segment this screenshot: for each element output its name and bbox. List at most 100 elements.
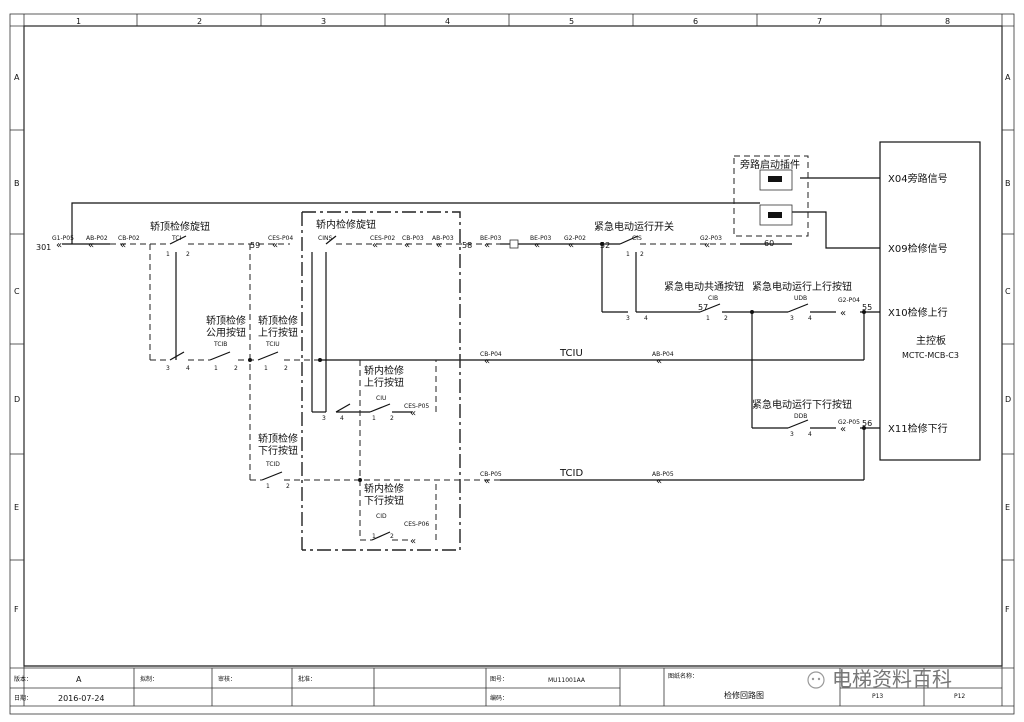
grid-col-6: 6 <box>693 17 698 26</box>
cid-title1: 轿内检修 <box>364 482 404 495</box>
grid-row-c: C <box>14 287 20 296</box>
drawing-name-label: 图纸名称： <box>668 672 698 680</box>
node-58: 58 <box>462 241 472 250</box>
grid-row-a: A <box>14 73 20 82</box>
grid-columns-top: 1 2 3 4 5 6 7 8 <box>76 14 950 26</box>
plug-symbol: « <box>410 408 416 419</box>
ddb-code: DDB <box>794 413 807 420</box>
node-numbers: 301 59 58 52 57 60 55 56 <box>36 239 872 428</box>
plug-symbol: « <box>120 240 126 251</box>
pin: 1 <box>706 315 710 322</box>
conn-abp02: AB-P02 <box>86 235 108 242</box>
wire-label-tciu: TCIU <box>559 348 583 359</box>
conn-g2p05: G2-P05 <box>838 419 860 426</box>
plug-symbol: « <box>656 356 662 367</box>
pin: 4 <box>808 431 812 438</box>
conn-abp04: AB-P04 <box>652 351 674 358</box>
plug-symbol: « <box>484 356 490 367</box>
plug-symbol: « <box>840 424 846 435</box>
grid-col-5: 5 <box>569 17 574 26</box>
draw-label: 拟制： <box>140 675 158 683</box>
udb-code: UDB <box>794 295 807 302</box>
wire-label-tcid: TCID <box>559 468 583 479</box>
plug-symbol: « <box>568 240 574 251</box>
conn-cesp05: CES-P05 <box>404 403 429 410</box>
plug-symbol: « <box>840 308 846 319</box>
drawing-frame <box>9 13 1015 715</box>
pin: 3 <box>626 315 630 322</box>
date-value: 2016-07-24 <box>58 694 105 703</box>
pin: 1 <box>372 533 376 540</box>
tcid-title2: 下行按钮 <box>258 444 298 457</box>
grid-row-f-right: F <box>1005 605 1010 614</box>
pin: 2 <box>724 315 728 322</box>
pin: 1 <box>626 251 630 258</box>
cins-title: 轿内检修旋钮 <box>316 218 376 231</box>
conn-bep03a: BE-P03 <box>480 235 502 242</box>
signal-x09: X09检修信号 <box>888 242 948 255</box>
cins-code: CINS <box>318 235 332 242</box>
pin: 3 <box>322 415 326 422</box>
conn-g2p03: G2-P03 <box>700 235 722 242</box>
plug-symbol: « <box>410 536 416 547</box>
pin: 2 <box>390 415 394 422</box>
conn-abp03: AB-P03 <box>432 235 454 242</box>
pin: 2 <box>286 483 290 490</box>
ciu-title1: 轿内检修 <box>364 364 404 377</box>
watermark-text: 电梯资料百科 <box>832 667 952 691</box>
pin: 4 <box>340 415 344 422</box>
pin: 3 <box>790 315 794 322</box>
cis-title: 紧急电动运行开关 <box>594 220 674 233</box>
node-301: 301 <box>36 243 51 252</box>
cib-title: 紧急电动共通按钮 <box>664 280 744 293</box>
version-label: 版本： <box>14 675 32 683</box>
tcib-code: TCIB <box>213 341 227 348</box>
board-title: 主控板 <box>916 334 946 347</box>
plug-symbol: « <box>484 240 490 251</box>
node-52: 52 <box>600 241 610 250</box>
cid-code: CID <box>376 513 387 520</box>
pin: 3 <box>790 431 794 438</box>
plug-symbol: « <box>404 240 410 251</box>
plug-symbol: « <box>436 240 442 251</box>
approve-label: 批准： <box>298 675 316 683</box>
conn-cesp02: CES-P02 <box>370 235 395 242</box>
conn-g2p04: G2-P04 <box>838 297 860 304</box>
ciu-title2: 上行按钮 <box>364 376 404 389</box>
board-model: MCTC-MCB-C3 <box>902 351 959 360</box>
conn-cbp02: CB-P02 <box>118 235 140 242</box>
pin: 1 <box>266 483 270 490</box>
pin: 1 <box>264 365 268 372</box>
cib-code: CIB <box>708 295 718 302</box>
node-60: 60 <box>764 239 774 248</box>
drawing-name-value: 检修回路图 <box>724 690 764 700</box>
cid-title2: 下行按钮 <box>364 494 404 507</box>
conn-g2p02: G2-P02 <box>564 235 586 242</box>
watermark: 电梯资料百科 <box>807 667 952 691</box>
main-control-board: 主控板 MCTC-MCB-C3 X04旁路信号 X09检修信号 X10检修上行 … <box>879 141 981 461</box>
signal-x11: X11检修下行 <box>888 422 948 435</box>
pin: 4 <box>186 365 190 372</box>
conn-bep03b: BE-P03 <box>530 235 552 242</box>
grid-col-8: 8 <box>945 17 950 26</box>
grid-row-b: B <box>14 179 20 188</box>
node-57: 57 <box>698 303 708 312</box>
connector-tags: G1-P05 AB-P02 CB-P02 CES-P04 CES-P02 CB-… <box>52 235 860 528</box>
page-b: P12 <box>954 693 965 700</box>
pin: 1 <box>372 415 376 422</box>
pin: 2 <box>234 365 238 372</box>
tcid-code: TCID <box>265 461 280 468</box>
pin: 4 <box>808 315 812 322</box>
grid-row-e-right: E <box>1005 503 1010 512</box>
plug-symbol: « <box>88 240 94 251</box>
pin: 2 <box>390 533 394 540</box>
conn-cbp03: CB-P03 <box>402 235 424 242</box>
junction-dots <box>248 242 866 482</box>
grid-col-3: 3 <box>321 17 326 26</box>
device-labels: 轿顶检修旋钮 TCI 轿内检修旋钮 CINS 紧急电动运行开关 CIS 轿顶检修… <box>150 218 852 520</box>
node-55: 55 <box>862 303 872 312</box>
tci-code: TCI <box>171 235 182 242</box>
pin: 2 <box>284 365 288 372</box>
grid-row-d-right: D <box>1005 395 1011 404</box>
